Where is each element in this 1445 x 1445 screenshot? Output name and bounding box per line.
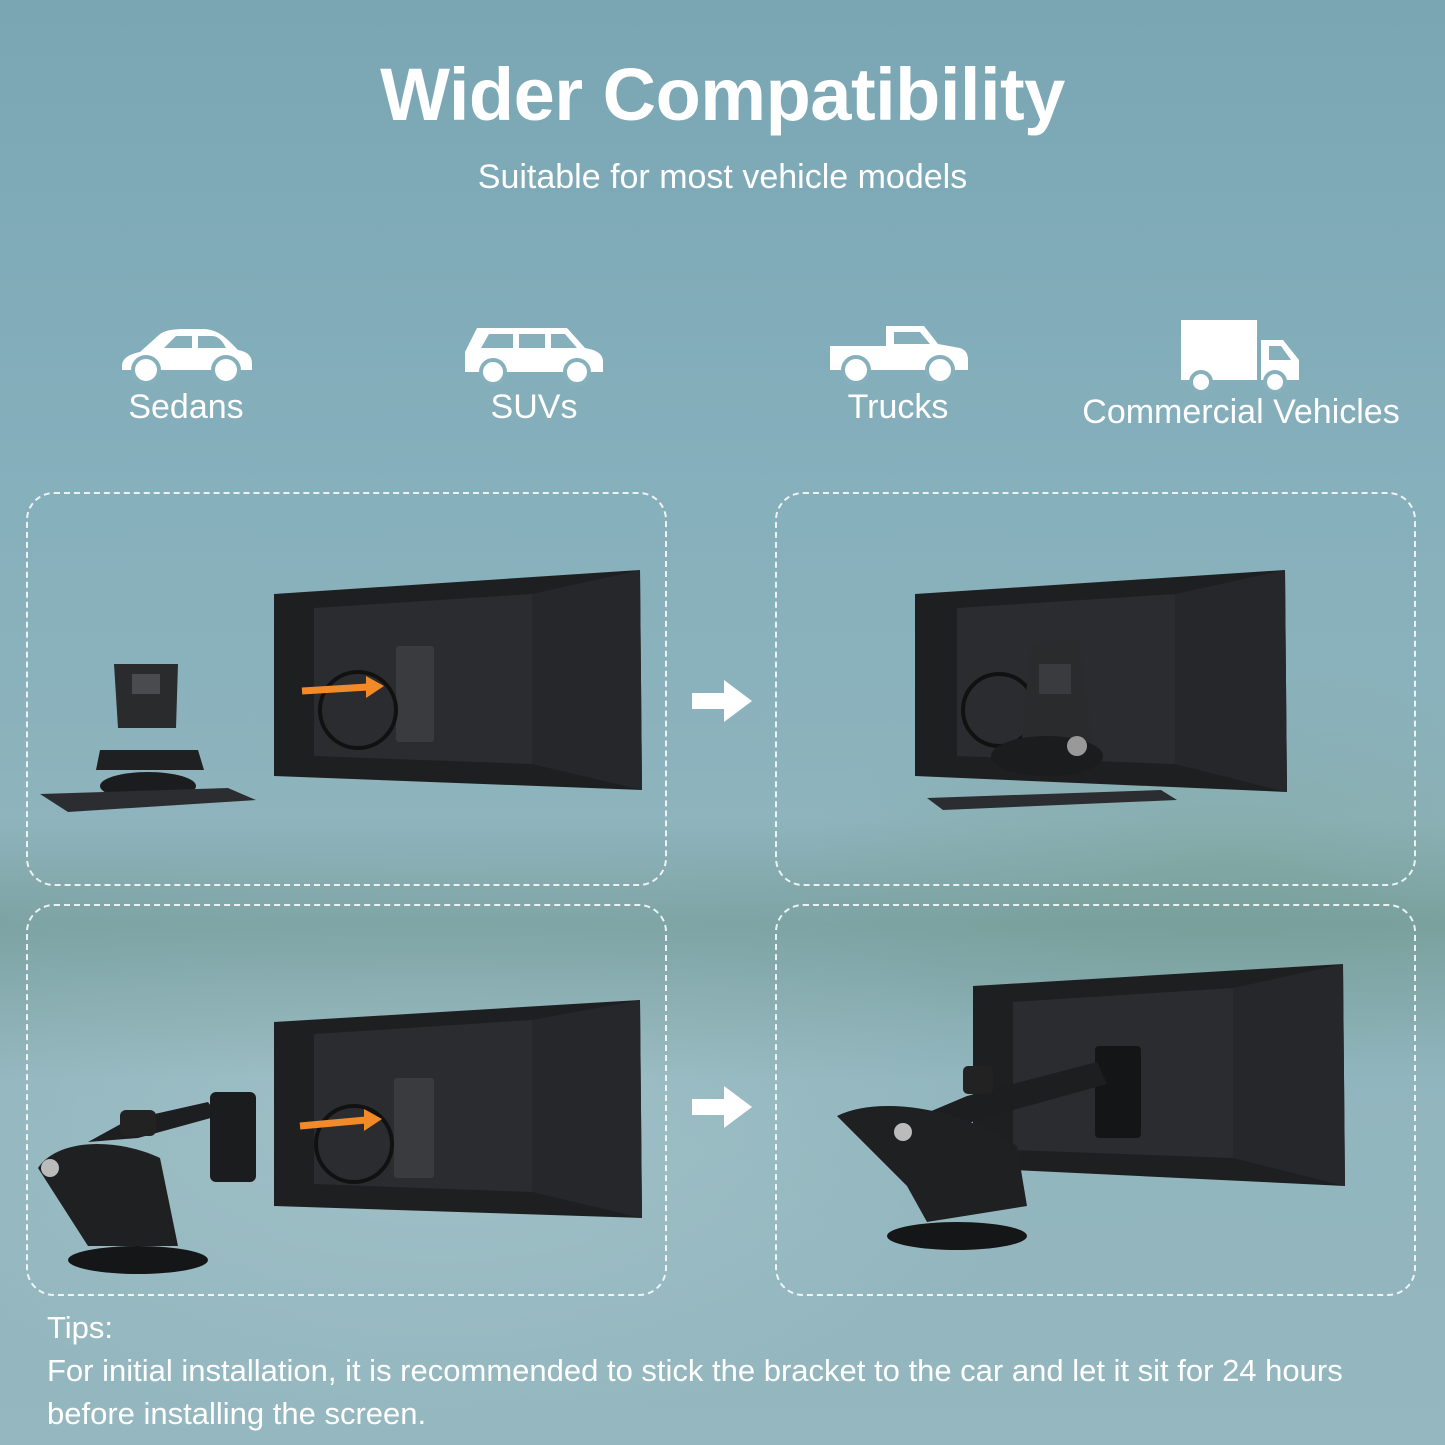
vehicle-sedans: Sedans	[36, 318, 336, 427]
sticky-mount-installed-illustration	[915, 570, 1287, 810]
arrow-right-icon	[692, 1086, 752, 1128]
tips-section: Tips: For initial installation, it is re…	[47, 1306, 1427, 1435]
truck-icon	[829, 326, 968, 385]
vehicle-suvs: SUVs	[384, 318, 684, 427]
arrow-right-icon	[692, 680, 752, 722]
panel-sticky-mount-after	[775, 492, 1416, 886]
page-subtitle: Suitable for most vehicle models	[477, 158, 968, 196]
tips-heading: Tips:	[47, 1310, 114, 1345]
suv-icon	[465, 328, 603, 386]
vehicle-label: Sedans	[128, 388, 244, 426]
suction-mount-device-illustration	[38, 1000, 642, 1274]
vehicle-label: Commercial Vehicles	[1082, 393, 1400, 431]
vehicle-commercial: Commercial Vehicles	[1071, 318, 1411, 432]
vehicle-label: SUVs	[490, 388, 578, 426]
commercial-vehicle-icon	[1180, 320, 1299, 393]
tips-line: before installing the screen.	[47, 1396, 427, 1431]
panel-suction-mount-before	[26, 904, 667, 1296]
page-title: Wider Compatibility	[380, 53, 1065, 136]
vehicle-label: Trucks	[847, 388, 949, 426]
suction-mount-installed-illustration	[837, 964, 1345, 1250]
tips-line: For initial installation, it is recommen…	[47, 1353, 1343, 1388]
panel-suction-mount-after	[775, 904, 1416, 1296]
sedan-icon	[122, 329, 252, 385]
vehicle-trucks: Trucks	[748, 318, 1048, 427]
sticky-mount-device-illustration	[40, 570, 642, 812]
panel-sticky-mount-before	[26, 492, 667, 886]
